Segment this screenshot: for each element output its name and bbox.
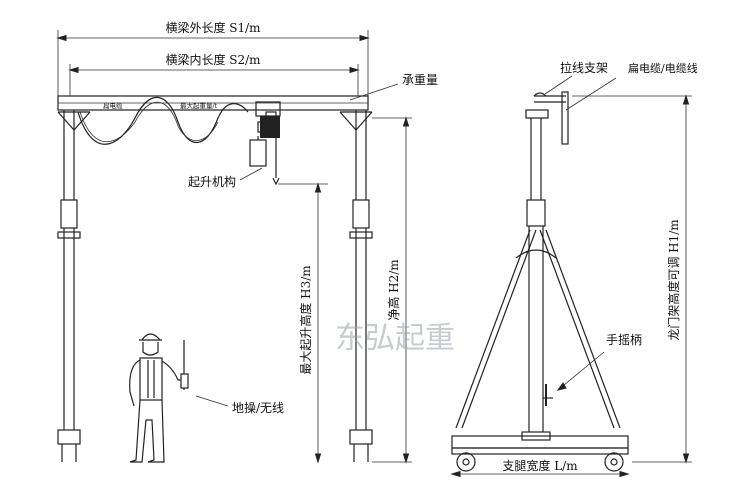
- operator-figure: [129, 333, 189, 463]
- beam-label: 承重量: [402, 73, 438, 87]
- right-leg: [339, 110, 373, 462]
- leg-width-label: 支腿宽度 L/m: [502, 458, 578, 473]
- flat-cable-festoon: [77, 96, 249, 145]
- clear-height-label: 净高 H2/m: [386, 259, 401, 321]
- leg-width-dimension: [450, 470, 630, 478]
- ground-control-label: 地操/无线: [232, 400, 284, 415]
- max-lift-label: 最大起升高度 H3/m: [298, 265, 313, 375]
- max-lift-dimension: [278, 182, 328, 464]
- hand-crank: [543, 384, 553, 406]
- adjustable-height-label: 龙门架高度可调 H1/m: [666, 219, 681, 341]
- left-leg: [57, 110, 91, 462]
- a-frame-legs: [455, 229, 621, 429]
- front-view: 横梁外长度 S1/m 横梁内长度 S2/m 承重量 扁电缆 最大起重量/t: [56, 20, 438, 464]
- cable-tag-left: 扁电缆: [103, 101, 123, 110]
- outer-length-dimension: [56, 30, 370, 100]
- cable-support: [525, 91, 569, 145]
- inner-length-dimension: [68, 64, 360, 96]
- adjustable-height-dimension: [572, 94, 692, 464]
- electric-hoist: [249, 101, 281, 186]
- clear-height-dimension: [372, 116, 412, 464]
- side-view: 拉线支架 扁电缆/电缆线 手摇柄: [450, 60, 698, 478]
- hand-crank-label: 手摇柄: [606, 333, 642, 347]
- cable-tag-right: 最大起重量/t: [180, 101, 218, 110]
- cable-type-label: 扁电缆/电缆线: [628, 61, 698, 75]
- outer-length-label: 横梁外长度 S1/m: [165, 20, 261, 35]
- watermark: 东弘起重: [335, 321, 455, 356]
- inner-length-label: 横梁内长度 S2/m: [165, 52, 261, 67]
- mast: [521, 118, 551, 441]
- hoist-label: 起升机构: [188, 174, 236, 189]
- base-frame: [451, 435, 629, 472]
- cable-support-label: 拉线支架: [560, 60, 608, 75]
- cross-beam: [57, 95, 369, 111]
